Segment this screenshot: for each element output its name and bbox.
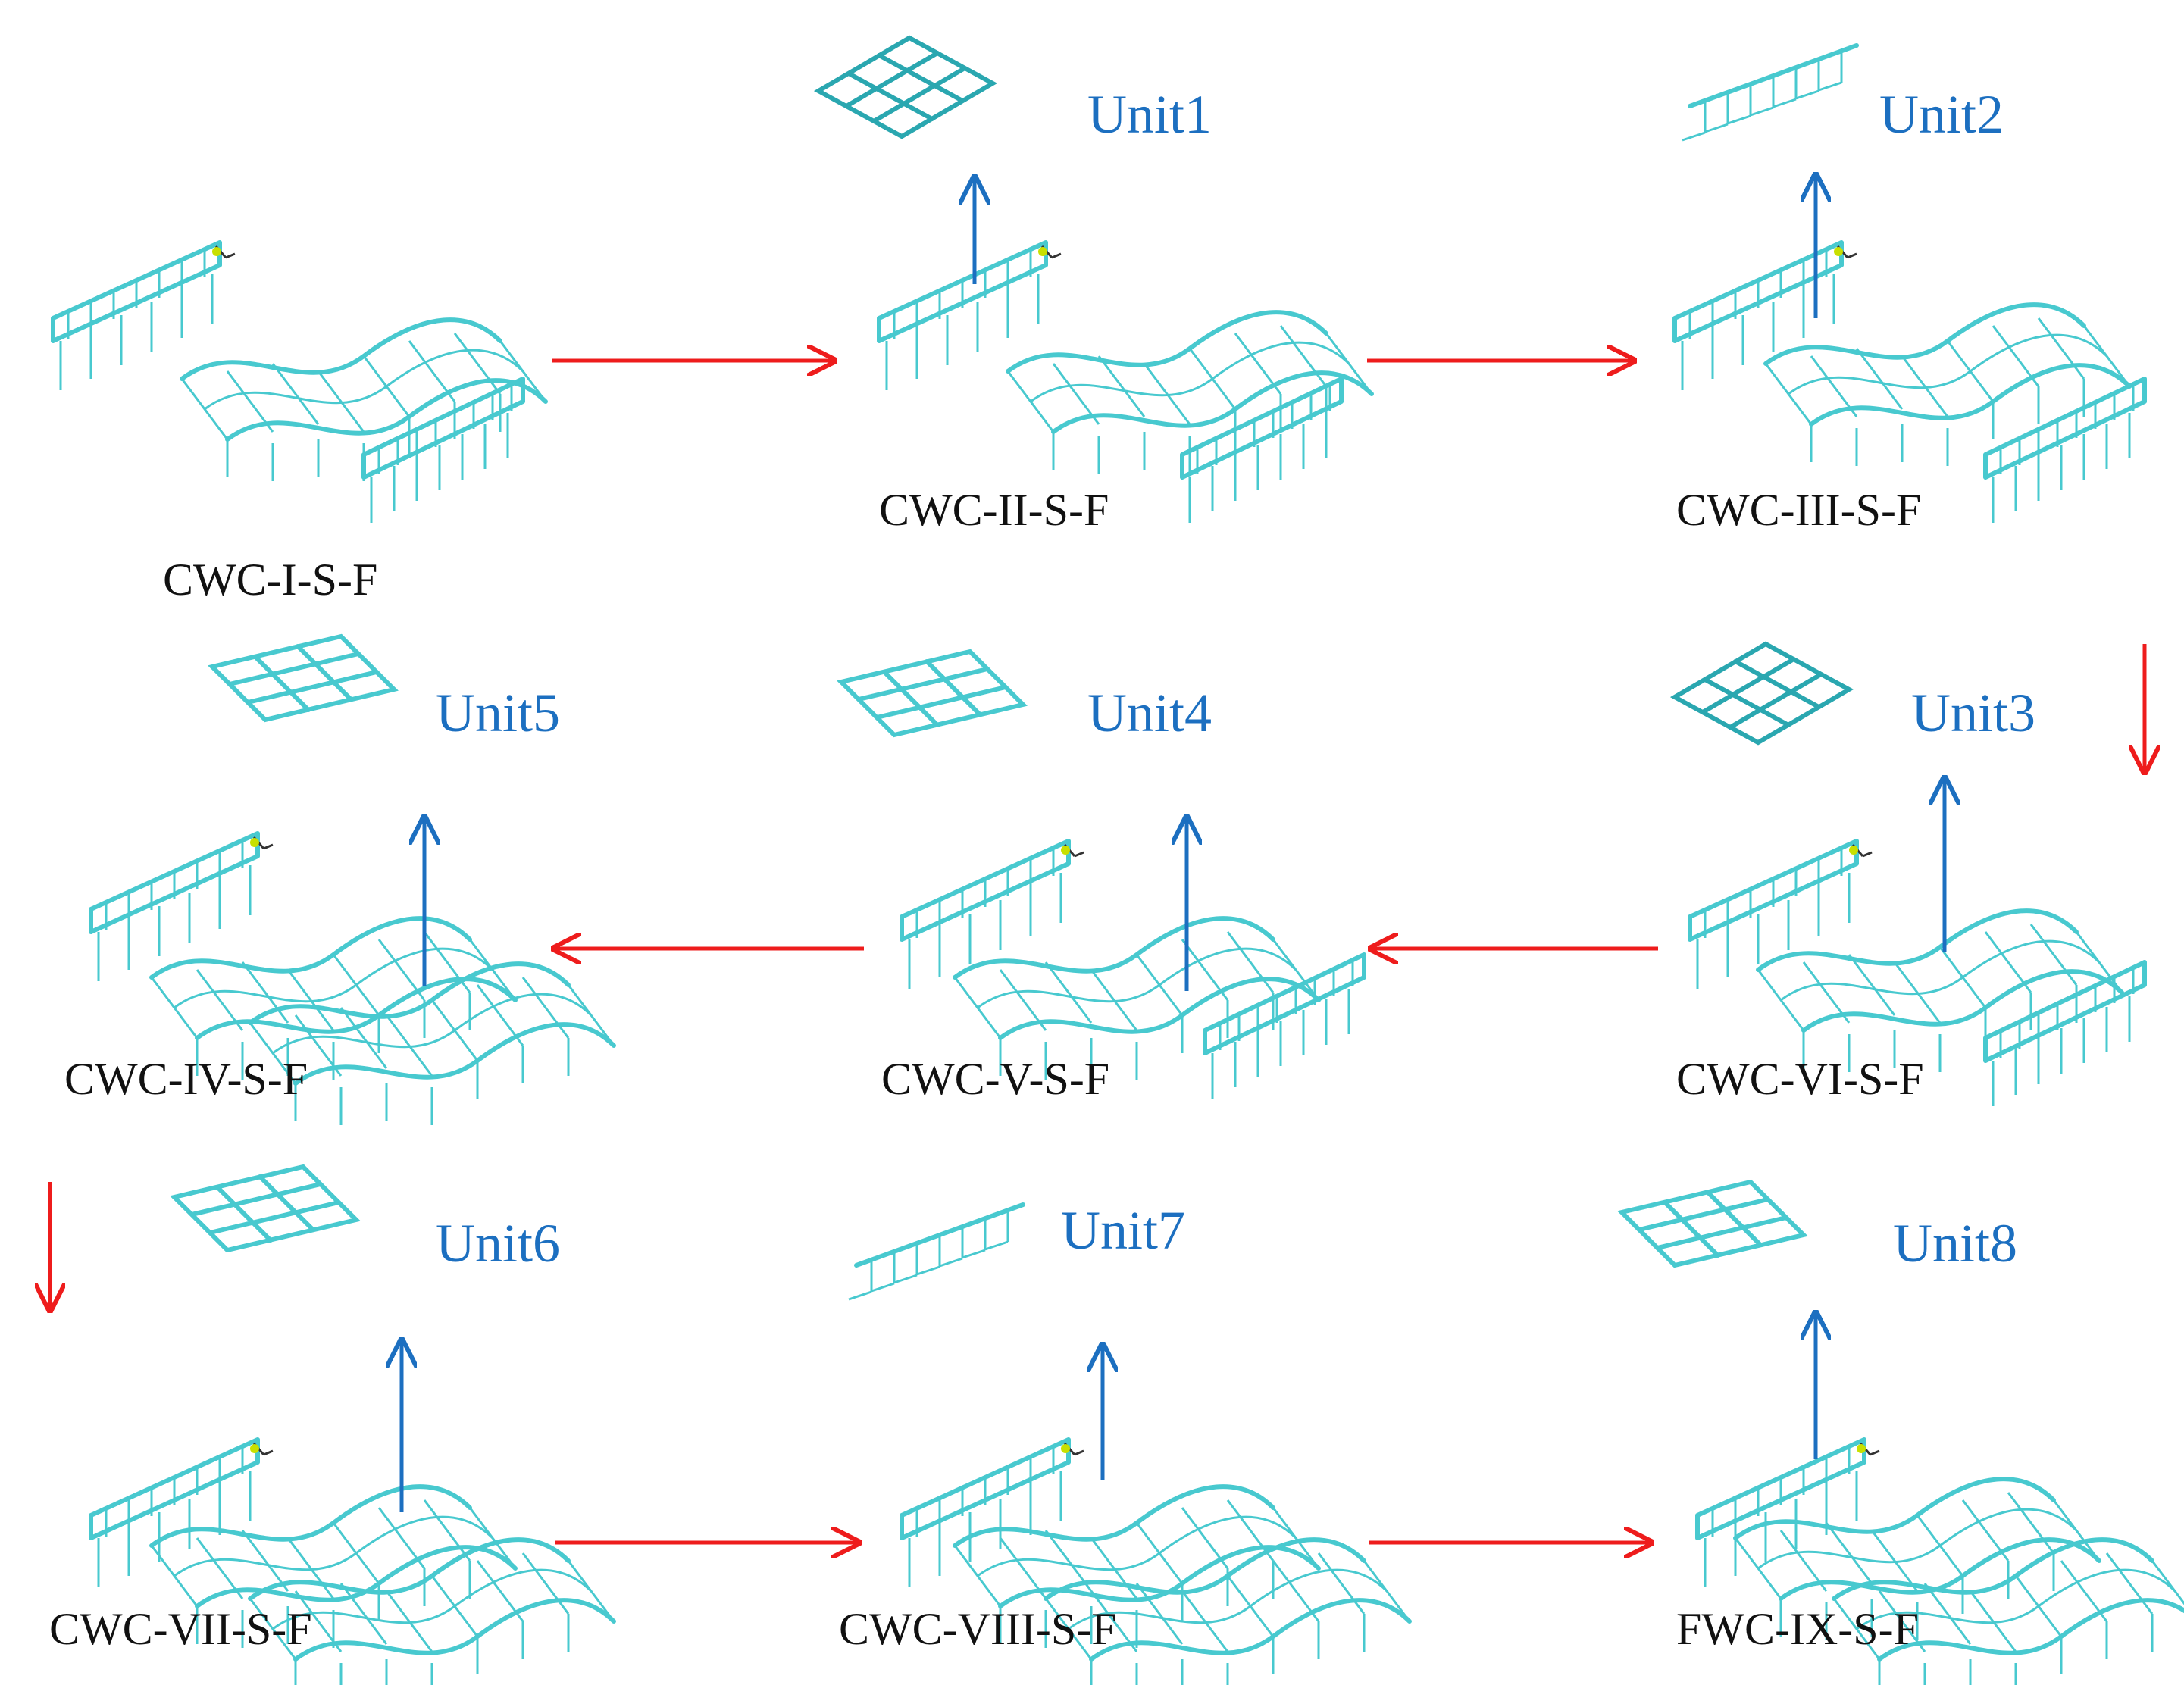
model-cwc-i (53, 242, 546, 523)
stage-label-6: CWC-VI-S-F (1676, 1054, 1924, 1104)
stage-label-7: CWC-VII-S-F (49, 1604, 312, 1654)
stage-label-3: CWC-III-S-F (1676, 485, 1921, 535)
unit3-model (1675, 644, 1849, 742)
unit-label-5: Unit5 (436, 683, 560, 743)
stage-label-5: CWC-V-S-F (881, 1054, 1109, 1104)
unit-label-8: Unit8 (1893, 1213, 2017, 1274)
unit5-model (212, 636, 394, 720)
unit-label-2: Unit2 (1879, 84, 2004, 145)
unit-label-6: Unit6 (436, 1213, 560, 1274)
unit1-model (818, 38, 993, 136)
stage-label-4: CWC-IV-S-F (64, 1054, 308, 1104)
unit-label-4: Unit4 (1087, 683, 1212, 743)
unit8-model (1622, 1182, 1804, 1265)
unit7-model (849, 1205, 1023, 1299)
model-cwc-iii (1675, 242, 2145, 523)
unit4-model (841, 652, 1023, 735)
unit-label-1: Unit1 (1087, 84, 1212, 145)
unit-label-3: Unit3 (1911, 683, 2035, 743)
stage-label-9: FWC-IX-S-F (1676, 1604, 1919, 1654)
stage-label-8: CWC-VIII-S-F (839, 1604, 1117, 1654)
unit2-model (1682, 45, 1857, 140)
model-cwc-ii (879, 242, 1372, 523)
unit6-model (174, 1167, 356, 1250)
unit-label-7: Unit7 (1061, 1200, 1185, 1261)
stage-label-1: CWC-I-S-F (163, 555, 377, 605)
stage-label-2: CWC-II-S-F (879, 485, 1109, 535)
